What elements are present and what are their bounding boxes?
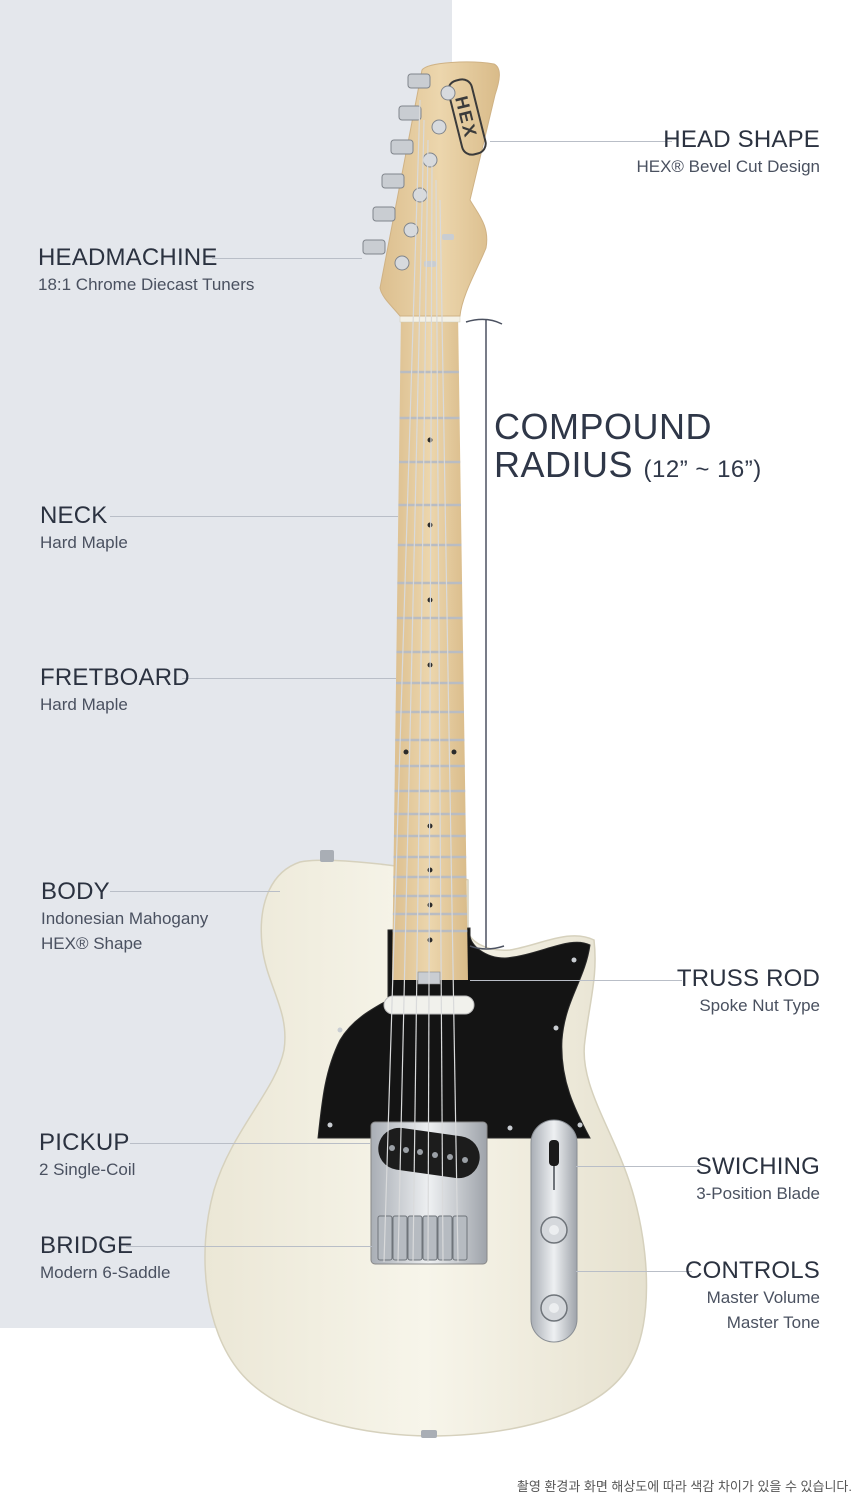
radius-value: (12” ~ 16”) (643, 456, 762, 483)
radius-title: RADIUS (494, 444, 634, 485)
spec-bridge: BRIDGE Modern 6-Saddle (40, 1232, 170, 1285)
spec-detail: 2 Single-Coil (39, 1160, 136, 1179)
leader-truss-rod (470, 980, 682, 981)
leader-switching (576, 1166, 700, 1167)
spec-head-shape: HEAD SHAPE HEX® Bevel Cut Design (636, 126, 820, 179)
leader-neck (110, 516, 398, 517)
compound-title: COMPOUND (494, 406, 712, 447)
disclaimer-text: 촬영 환경과 화면 해상도에 따라 색감 차이가 있을 수 있습니다. (516, 1479, 852, 1494)
spec-title: HEADMACHINE (38, 244, 218, 271)
spec-detail: Indonesian Mahogany (41, 909, 209, 928)
spec-body: BODY Indonesian Mahogany HEX® Shape (41, 878, 208, 956)
spec-truss-rod: TRUSS ROD Spoke Nut Type (677, 965, 820, 1018)
spec-detail: Spoke Nut Type (699, 996, 820, 1015)
spec-title: NECK (40, 502, 108, 529)
spec-title: SWICHING (695, 1153, 820, 1180)
leader-bridge (126, 1246, 372, 1247)
tuners (362, 73, 456, 271)
spec-detail: Hard Maple (40, 695, 128, 714)
spec-fretboard: FRETBOARD Hard Maple (40, 664, 190, 717)
spec-detail-2: HEX® Shape (41, 934, 143, 953)
spec-pickup: PICKUP 2 Single-Coil (39, 1129, 135, 1182)
spec-title: CONTROLS (685, 1257, 820, 1284)
spec-detail-2: Master Tone (726, 1313, 820, 1332)
spec-title: FRETBOARD (40, 664, 190, 691)
headstock (379, 61, 500, 317)
spec-title: TRUSS ROD (676, 965, 820, 992)
strap-button (320, 850, 334, 862)
leader-pickup (130, 1143, 370, 1144)
leader-controls (576, 1271, 692, 1272)
spec-detail: Modern 6-Saddle (40, 1263, 171, 1282)
spec-controls: CONTROLS Master Volume Master Tone (685, 1257, 820, 1335)
spec-detail: Master Volume (706, 1288, 820, 1307)
spec-title: PICKUP (39, 1129, 130, 1156)
spec-detail: 3-Position Blade (696, 1184, 820, 1203)
leader-head-shape (490, 141, 672, 142)
selector-switch (549, 1140, 559, 1166)
leader-headmachine (212, 258, 362, 259)
leader-body (110, 891, 280, 892)
spec-title: HEAD SHAPE (663, 126, 820, 153)
spec-detail: HEX® Bevel Cut Design (636, 157, 820, 176)
bridge-pickup (378, 1127, 480, 1179)
spec-headmachine: HEADMACHINE 18:1 Chrome Diecast Tuners (38, 244, 254, 297)
spec-detail: 18:1 Chrome Diecast Tuners (38, 275, 255, 294)
spec-detail: Hard Maple (40, 533, 128, 552)
spec-compound-radius: COMPOUND RADIUS (12” ~ 16”) (494, 408, 762, 489)
spec-switching: SWICHING 3-Position Blade (696, 1153, 820, 1206)
spec-neck: NECK Hard Maple (40, 502, 128, 555)
leader-fretboard (182, 678, 396, 679)
spec-title: BRIDGE (40, 1232, 134, 1259)
spec-title: BODY (41, 878, 110, 905)
